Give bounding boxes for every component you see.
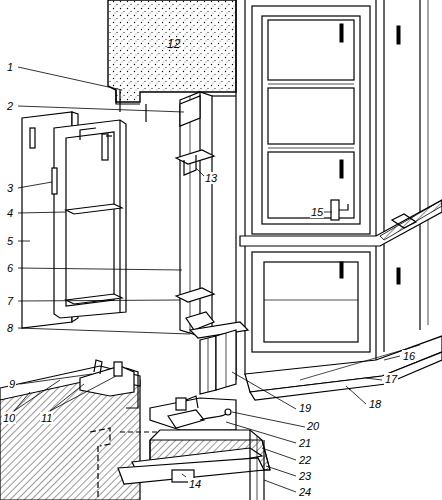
callout-number: 16: [402, 350, 416, 362]
leader-lines: [14, 67, 400, 492]
callout-number: 14: [188, 478, 202, 490]
callout-number: 4: [6, 207, 14, 219]
callout-number: 10: [2, 412, 16, 424]
casement-parts: [22, 90, 146, 328]
callout-number: 23: [298, 470, 312, 482]
callout-number: 9: [8, 378, 16, 390]
callout-number: 8: [6, 322, 14, 334]
callout-number: 1: [6, 61, 14, 73]
callout-number: 3: [6, 182, 14, 194]
callout-number: 22: [298, 454, 312, 466]
callout-number: 20: [306, 420, 320, 432]
callout-number: 5: [6, 235, 14, 247]
callout-number: 18: [368, 398, 382, 410]
callout-number: 19: [298, 402, 312, 414]
callout-number: 7: [6, 295, 14, 307]
callout-number: 17: [384, 373, 398, 385]
outer-sill: [0, 360, 140, 500]
sash-section: [176, 92, 236, 336]
callout-number: 13: [204, 172, 218, 184]
callout-number: 24: [298, 486, 312, 498]
callout-number: 12: [166, 38, 181, 50]
lower-frame: [190, 322, 248, 394]
callout-number: 11: [40, 412, 53, 424]
callout-number: 21: [298, 437, 312, 449]
callout-number: 6: [6, 262, 14, 274]
wall-lintel: [108, 0, 236, 102]
callout-number: 15: [310, 206, 324, 218]
sill-section: [90, 396, 270, 500]
callout-number: 2: [6, 100, 14, 112]
window-elevation: [236, 0, 442, 400]
